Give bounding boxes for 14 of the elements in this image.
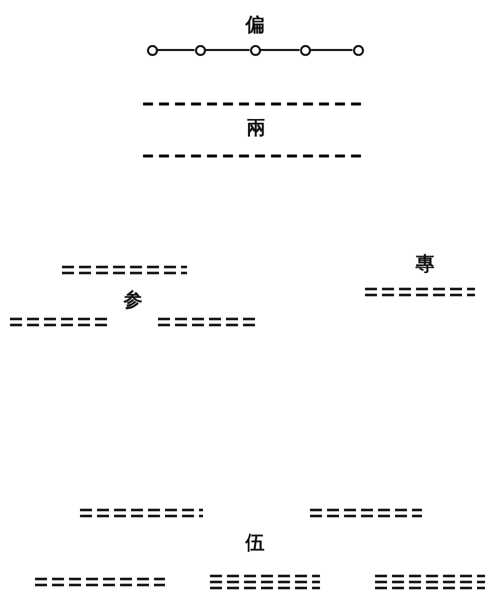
connector-line: [310, 49, 352, 51]
ring-marker: [250, 44, 260, 56]
connector-line: [206, 49, 250, 51]
formation-label: 偏: [246, 14, 264, 36]
ring-marker: [352, 44, 364, 56]
formation-label: 兩: [246, 117, 266, 139]
formation-label: 專: [416, 253, 434, 275]
connector-line: [260, 49, 300, 51]
formation-label: 参: [124, 289, 142, 311]
ring-marker: [146, 44, 158, 56]
connector-line: [158, 49, 194, 51]
ring-marker: [194, 44, 206, 56]
ring-marker: [300, 44, 310, 56]
formation-label: 伍: [246, 532, 264, 554]
